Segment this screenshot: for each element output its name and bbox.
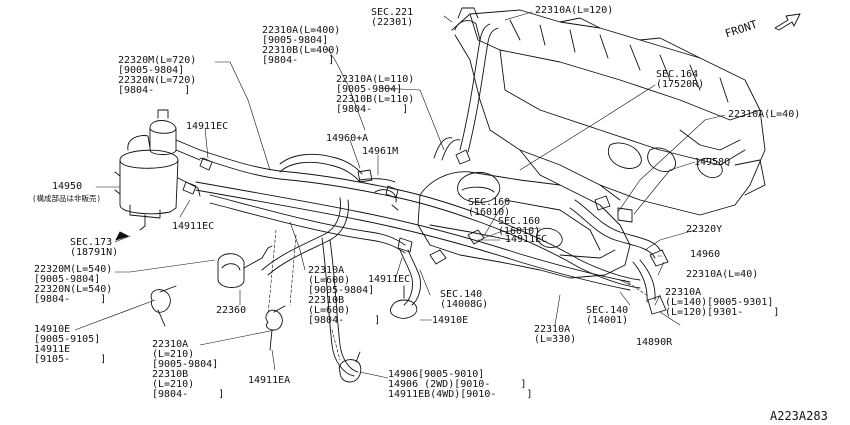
label-22310a-l40-right: 22310A(L=40) (686, 269, 759, 280)
label-14911ec-right: 14911EC (505, 234, 548, 245)
label-14960: 14960 (690, 249, 721, 260)
engine-block (451, 7, 766, 216)
label-14961m: 14961M (362, 146, 399, 157)
label-sec173: SEC.173(18791N) (70, 237, 119, 258)
label-sec160-a: SEC.160(16010) (468, 197, 511, 218)
label-22310a-l400: 22310A(L=400)[9005-9804]22310B(L=400)[98… (262, 25, 341, 66)
label-22320m-l720: 22320M(L=720)[9005-9804]22320N(L=720)[98… (118, 55, 197, 96)
label-14950: 14950 (52, 181, 83, 192)
label-22310a-l110: 22310A(L=110)[9005-9804]22310B(L=110)[98… (336, 74, 415, 115)
label-sec221: SEC.221(22301) (371, 7, 414, 28)
label-sec140-a: SEC.140(14008G) (440, 289, 489, 310)
leader-lines (74, 11, 726, 379)
drawing-reference: A223A283 (770, 409, 828, 423)
label-14958q: 14958Q (694, 157, 731, 168)
label-14911ec-mid: 14911EC (368, 274, 411, 285)
front-arrow-icon (774, 13, 801, 31)
label-22360: 22360 (216, 305, 247, 316)
label-14890r: 14890R (636, 337, 673, 348)
label-14910e-mid: 14910E (432, 315, 469, 326)
label-22310a-l330: 22310A(L=330) (534, 324, 577, 345)
label-22310a-l210: 22310A(L=210)[9005-9804]22310B(L=210)[98… (152, 339, 225, 400)
label-22310a-l600: 22310A(L=600)[9005-9804]22310B(L=600)[98… (308, 265, 381, 326)
label-22310a-l140: 22310A(L=140)[9005-9301](L=120)[9301- ] (665, 287, 780, 318)
small-parts (150, 149, 669, 383)
label-22310a-l120: 22310A(L=120) (535, 5, 614, 16)
label-22320m-l540: 22320M(L=540)[9005-9804]22320N(L=540)[98… (34, 264, 113, 305)
evap-canister (114, 109, 201, 231)
label-sec140-b: SEC.140(14001) (586, 305, 629, 326)
label-sec164: SEC.164(17520R) (656, 69, 705, 90)
label-22310a-l40-top: 22310A(L=40) (728, 109, 801, 120)
label-14911ea: 14911EA (248, 375, 291, 386)
label-14911ec-left: 14911EC (172, 221, 215, 232)
label-14950-note: (構成部品は非販売) (32, 194, 102, 203)
label-14911ec-top: 14911EC (186, 121, 229, 132)
label-14910e-left: 14910E[9005-9105]14911E[9105- ] (34, 324, 107, 365)
label-sec160-b: SEC.160(16010) (498, 216, 541, 237)
arrow-sec173 (115, 231, 129, 241)
label-22320y: 22320Y (686, 224, 723, 235)
label-14960a: 14960+A (326, 133, 369, 144)
label-14906: 14906[9005-9010]14906 (2WD)[9010- ]14911… (388, 369, 533, 400)
